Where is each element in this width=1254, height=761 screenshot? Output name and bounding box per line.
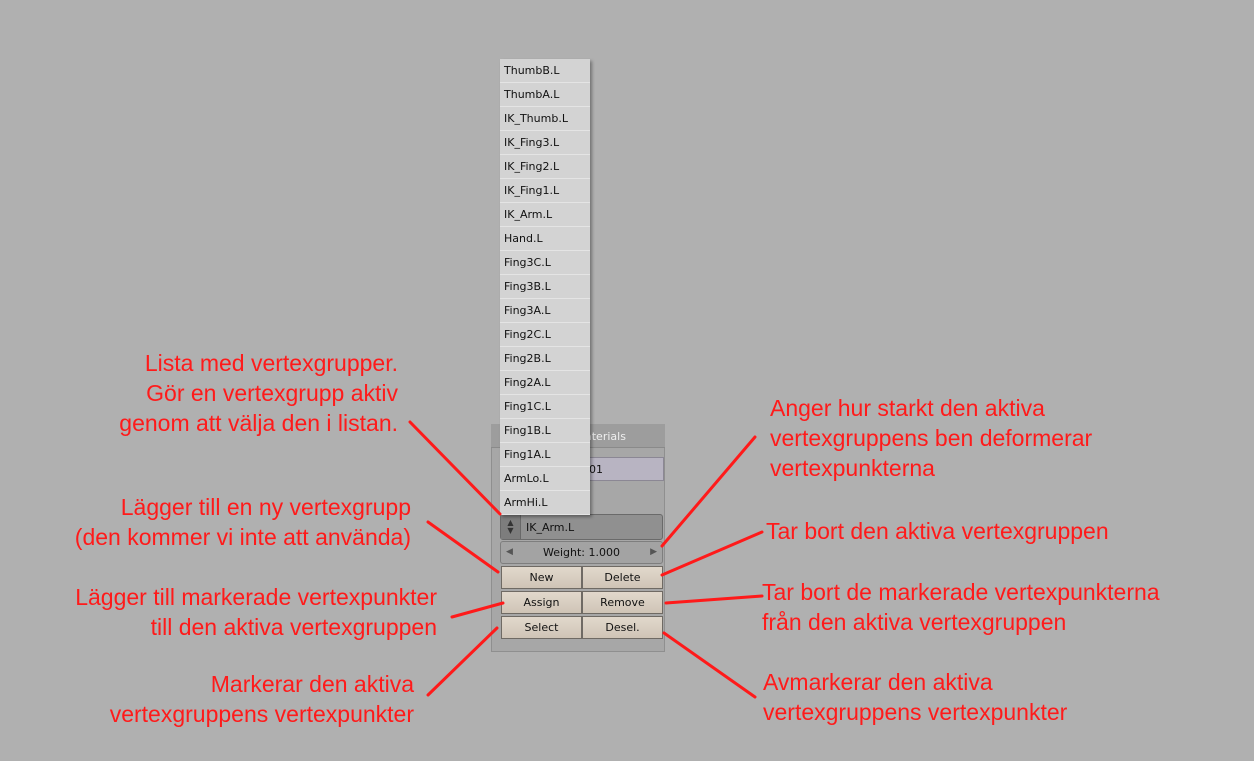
vertex-group-list-item[interactable]: Fing2B.L xyxy=(500,347,590,371)
annotation-delete-line-1: Tar bort den aktiva vertexgruppen xyxy=(766,518,1109,544)
vertex-group-list-item[interactable]: Fing1B.L xyxy=(500,419,590,443)
object-name-value: 01 xyxy=(589,463,603,476)
annotation-delete: Tar bort den aktiva vertexgruppen xyxy=(766,516,1109,546)
vertex-group-list-item[interactable]: IK_Fing3.L xyxy=(500,131,590,155)
annotation-select-line-2: vertexgruppens vertexpunkter xyxy=(109,701,414,727)
annotation-deselect-line-2: vertexgruppens vertexpunkter xyxy=(763,699,1068,725)
vertex-group-list-item[interactable]: Fing2A.L xyxy=(500,371,590,395)
leader-line-delete xyxy=(660,530,764,577)
panel-tab-label: aterials xyxy=(585,430,626,443)
remove-button[interactable]: Remove xyxy=(582,591,663,614)
vertex-group-list-item[interactable]: ThumbA.L xyxy=(500,83,590,107)
leader-line-new xyxy=(426,520,500,574)
vertex-group-list-item[interactable]: Fing3C.L xyxy=(500,251,590,275)
vertex-group-list-item[interactable]: Hand.L xyxy=(500,227,590,251)
new-button[interactable]: New xyxy=(501,566,582,589)
annotation-select-line-1: Markerar den aktiva xyxy=(210,671,414,697)
annotation-list-line-1: Lista med vertexgrupper. xyxy=(144,350,398,376)
annotation-new-line-1: Lägger till en ny vertexgrupp xyxy=(120,494,411,520)
leader-line-select xyxy=(426,626,499,697)
leader-line-remove xyxy=(664,594,764,605)
vertex-group-list-item[interactable]: IK_Arm.L xyxy=(500,203,590,227)
leader-line-deselect xyxy=(662,631,757,699)
leader-line-weight xyxy=(660,435,757,548)
leader-line-assign xyxy=(450,601,505,619)
annotation-weight-line-1: Anger hur starkt den aktiva xyxy=(770,395,1045,421)
annotation-assign: Lägger till markerade vertexpunkter till… xyxy=(75,582,437,642)
vertex-group-list-item[interactable]: ArmLo.L xyxy=(500,467,590,491)
annotation-weight: Anger hur starkt den aktiva vertexgruppe… xyxy=(770,393,1092,483)
annotation-deselect-line-1: Avmarkerar den aktiva xyxy=(763,669,993,695)
select-button[interactable]: Select xyxy=(501,616,582,639)
annotation-list-line-2: Gör en vertexgrupp aktiv xyxy=(146,380,398,406)
annotation-weight-line-3: vertexpunkterna xyxy=(770,455,935,481)
vertex-group-list-item[interactable]: Fing2C.L xyxy=(500,323,590,347)
annotation-new: Lägger till en ny vertexgrupp (den komme… xyxy=(75,492,411,552)
vertex-group-list-item[interactable]: ThumbB.L xyxy=(500,59,590,83)
annotation-assign-line-2: till den aktiva vertexgruppen xyxy=(150,614,437,640)
increment-arrow-icon[interactable]: ▶ xyxy=(650,547,657,557)
active-vertex-group-name: IK_Arm.L xyxy=(526,521,575,534)
delete-button[interactable]: Delete xyxy=(582,566,663,589)
weight-label: Weight: 1.000 xyxy=(542,546,621,559)
annotation-select: Markerar den aktiva vertexgruppens verte… xyxy=(110,669,414,729)
leader-line-list xyxy=(408,420,502,516)
vertex-group-list-item[interactable]: Fing3B.L xyxy=(500,275,590,299)
vertex-group-list-item[interactable]: IK_Thumb.L xyxy=(500,107,590,131)
vertex-group-list-item[interactable]: Fing3A.L xyxy=(500,299,590,323)
annotation-new-line-2: (den kommer vi inte att använda) xyxy=(74,524,411,550)
deselect-button[interactable]: Desel. xyxy=(582,616,663,639)
vertex-group-list-item[interactable]: IK_Fing1.L xyxy=(500,179,590,203)
vertex-group-list-item[interactable]: Fing1A.L xyxy=(500,443,590,467)
vertex-group-selector[interactable]: ▲▼ IK_Arm.L xyxy=(500,514,663,540)
annotation-remove-line-2: från den aktiva vertexgruppen xyxy=(762,609,1067,635)
assign-button[interactable]: Assign xyxy=(501,591,582,614)
up-down-arrows-icon[interactable]: ▲▼ xyxy=(501,515,521,539)
annotation-assign-line-1: Lägger till markerade vertexpunkter xyxy=(75,584,437,610)
annotation-remove-line-1: Tar bort de markerade vertexpunkterna xyxy=(762,579,1160,605)
annotation-weight-line-2: vertexgruppens ben deformerar xyxy=(770,425,1093,451)
annotation-deselect: Avmarkerar den aktiva vertexgruppens ver… xyxy=(763,667,1067,727)
vertex-group-list-item[interactable]: ArmHi.L xyxy=(500,491,590,515)
vertex-group-list-item[interactable]: Fing1C.L xyxy=(500,395,590,419)
weight-slider[interactable]: ◀ Weight: 1.000 ▶ xyxy=(500,541,663,564)
annotation-list: Lista med vertexgrupper. Gör en vertexgr… xyxy=(119,348,398,438)
vertex-group-list-item[interactable]: IK_Fing2.L xyxy=(500,155,590,179)
annotation-remove: Tar bort de markerade vertexpunkterna fr… xyxy=(762,577,1160,637)
decrement-arrow-icon[interactable]: ◀ xyxy=(506,547,513,557)
annotation-list-line-3: genom att välja den i listan. xyxy=(119,410,398,436)
